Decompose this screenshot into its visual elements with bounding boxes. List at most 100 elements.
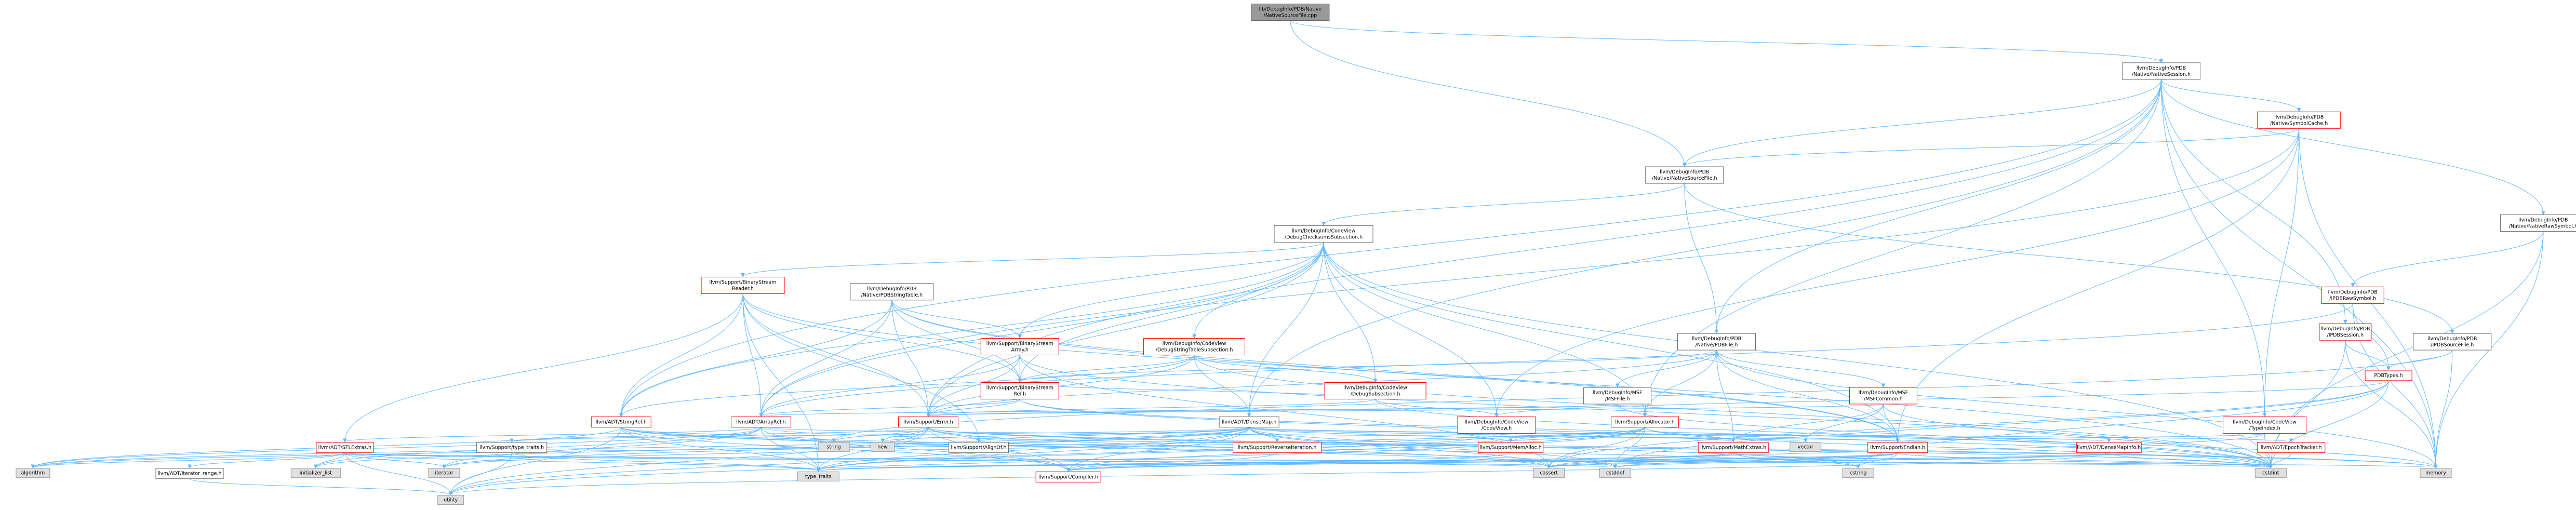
include-edge	[891, 300, 1898, 442]
node-label: llvm/Support/Endian.h	[1870, 445, 1925, 451]
header-node-n3[interactable]: llvm/DebugInfo/PDB/Native/NativeSourceFi…	[1645, 166, 1724, 184]
include-edge	[979, 427, 1250, 442]
include-edge	[1020, 355, 1195, 382]
header-node-n19[interactable]: llvm/DebugInfo/CodeView/TypeIndex.h	[2223, 417, 2307, 434]
node-label: llvm/ADT/EpochTracker.h	[2261, 445, 2322, 451]
node-label: llvm/ADT/iterator_range.h	[158, 471, 222, 477]
node-label: llvm/DebugInfo/CodeView	[2233, 420, 2297, 425]
include-edge	[2271, 231, 2544, 468]
include-edge	[928, 242, 1324, 416]
header-node-n5[interactable]: llvm/DebugInfo/PDB/IPDBSession.h	[2319, 323, 2372, 341]
include-edge	[928, 355, 1020, 417]
header-node-n9[interactable]: llvm/DebugInfo/PDB/Native/PDBStringTable…	[850, 283, 934, 301]
include-edge	[1616, 452, 1898, 468]
include-edge	[761, 242, 1324, 416]
include-edge	[742, 293, 761, 416]
header-node-n30[interactable]: llvm/Support/MemAlloc.h	[1478, 442, 1544, 453]
header-node-n36[interactable]: llvm/Support/Compiler.h	[1035, 471, 1101, 482]
system-header-node-g_new: new	[871, 442, 895, 452]
header-node-n13[interactable]: llvm/DebugInfo/PDB/IPDBSourceFile.h	[2413, 333, 2492, 351]
node-label: /MSFFile.h	[1605, 396, 1630, 402]
header-node-n11[interactable]: llvm/DebugInfo/CodeView/DebugStringTable…	[1143, 338, 1246, 356]
header-node-n6[interactable]: llvm/DebugInfo/PDB/Native/NativeRawSymbo…	[2500, 214, 2576, 232]
header-node-n18[interactable]: llvm/DebugInfo/MSF/MSFCommon.h	[1849, 387, 1917, 405]
include-edge	[1323, 242, 2271, 467]
include-edge	[2345, 340, 2436, 468]
node-label: /TypeIndex.h	[2249, 426, 2280, 432]
header-node-n2[interactable]: llvm/DebugInfo/PDB/Native/SymbolCache.h	[2257, 111, 2341, 129]
node-label: /IPDBSession.h	[2327, 332, 2364, 338]
header-node-n22[interactable]: llvm/Support/Error.h	[898, 417, 958, 428]
node-label: utility	[444, 498, 458, 503]
header-node-n21[interactable]: llvm/ADT/ArrayRef.h	[730, 417, 791, 428]
include-edge	[345, 427, 762, 442]
header-node-n14[interactable]: PDBTypes.h	[2365, 370, 2412, 381]
include-edge	[1496, 433, 1898, 442]
include-edge	[761, 399, 1020, 417]
system-header-node-g_algorithm: algorithm	[16, 468, 50, 478]
node-label: /MSFCommon.h	[1864, 396, 1903, 402]
node-label: /IPDBSourceFile.h	[2431, 342, 2474, 348]
include-edge	[2160, 79, 2345, 323]
node-label: llvm/Support/MemAlloc.h	[1480, 445, 1542, 451]
node-label: /IPDBRawSymbol.h	[2329, 296, 2376, 301]
header-node-n7[interactable]: llvm/DebugInfo/PDB/IPDBRawSymbol.h	[2321, 286, 2384, 304]
include-edge	[344, 452, 444, 468]
header-node-n25[interactable]: llvm/Support/Allocator.h	[1611, 417, 1679, 428]
header-node-n29[interactable]: llvm/Support/ReverseIteration.h	[1233, 442, 1322, 453]
header-node-n12[interactable]: llvm/DebugInfo/PDB/Native/PDBFile.h	[1677, 333, 1756, 351]
system-header-node-g_utility: utility	[437, 495, 464, 505]
include-edge	[928, 399, 1376, 417]
include-edge	[1497, 128, 2300, 416]
header-node-n24[interactable]: llvm/DebugInfo/CodeView/CodeView.h	[1457, 417, 1536, 434]
include-edge	[621, 300, 892, 417]
header-node-n16[interactable]: llvm/DebugInfo/CodeView/DebugSubsection.…	[1324, 382, 1426, 399]
include-edge	[344, 452, 819, 472]
include-edge	[928, 79, 2161, 417]
header-node-n4[interactable]: llvm/DebugInfo/CodeView/DebugChecksumsSu…	[1274, 225, 1373, 243]
include-edge	[761, 300, 892, 417]
node-label: Reader.h	[732, 286, 754, 291]
header-node-n33[interactable]: llvm/ADT/DenseMapInfo.h	[2076, 442, 2142, 453]
include-edge	[1020, 350, 1717, 382]
header-node-n1[interactable]: llvm/DebugInfo/PDB/Native/NativeSession.…	[2121, 62, 2200, 80]
include-edge	[1897, 452, 2271, 468]
node-label: /DebugStringTableSubsection.h	[1156, 347, 1233, 353]
header-node-n17[interactable]: llvm/DebugInfo/MSF/MSFFile.h	[1583, 387, 1652, 405]
system-header-node-g_initializer_list: initializer_list	[290, 468, 341, 478]
include-edge	[444, 427, 1646, 468]
include-edge	[2160, 79, 2543, 214]
header-node-n32[interactable]: llvm/Support/Endian.h	[1867, 442, 1928, 453]
header-node-n34[interactable]: llvm/ADT/EpochTracker.h	[2257, 442, 2326, 453]
node-label: vector	[1798, 445, 1813, 450]
header-node-n31[interactable]: llvm/Support/MathExtras.h	[1698, 442, 1769, 453]
node-label: /DebugSubsection.h	[1351, 392, 1400, 397]
header-node-n28[interactable]: llvm/Support/AlignOf.h	[949, 442, 1009, 453]
include-edge	[621, 242, 1324, 416]
include-edge	[1716, 350, 1898, 442]
include-edge	[444, 427, 762, 468]
header-node-n27[interactable]: llvm/Support/type_traits.h	[476, 442, 548, 453]
node-label: llvm/DebugInfo/PDB	[1660, 169, 1709, 175]
include-edge	[190, 452, 345, 468]
include-edge	[818, 452, 2110, 472]
include-edge	[1069, 452, 1734, 472]
header-node-n26[interactable]: llvm/ADT/STLExtras.h	[316, 442, 374, 453]
include-edge	[1323, 242, 1645, 416]
include-edge	[891, 300, 2271, 468]
include-edge	[451, 452, 2110, 495]
node-label: llvm/DebugInfo/PDB	[2274, 114, 2324, 120]
include-edge	[760, 427, 1069, 472]
node-label: cassert	[1540, 471, 1558, 476]
include-edge	[928, 404, 1884, 417]
header-node-n35[interactable]: llvm/ADT/iterator_range.h	[155, 468, 224, 479]
header-node-n20[interactable]: llvm/ADT/StringRef.h	[591, 417, 651, 428]
node-label: cstddef	[1606, 471, 1625, 476]
node-label: cstring	[1850, 471, 1867, 476]
header-node-n23[interactable]: llvm/ADT/DenseMap.h	[1219, 417, 1279, 428]
include-edge	[451, 427, 1250, 495]
